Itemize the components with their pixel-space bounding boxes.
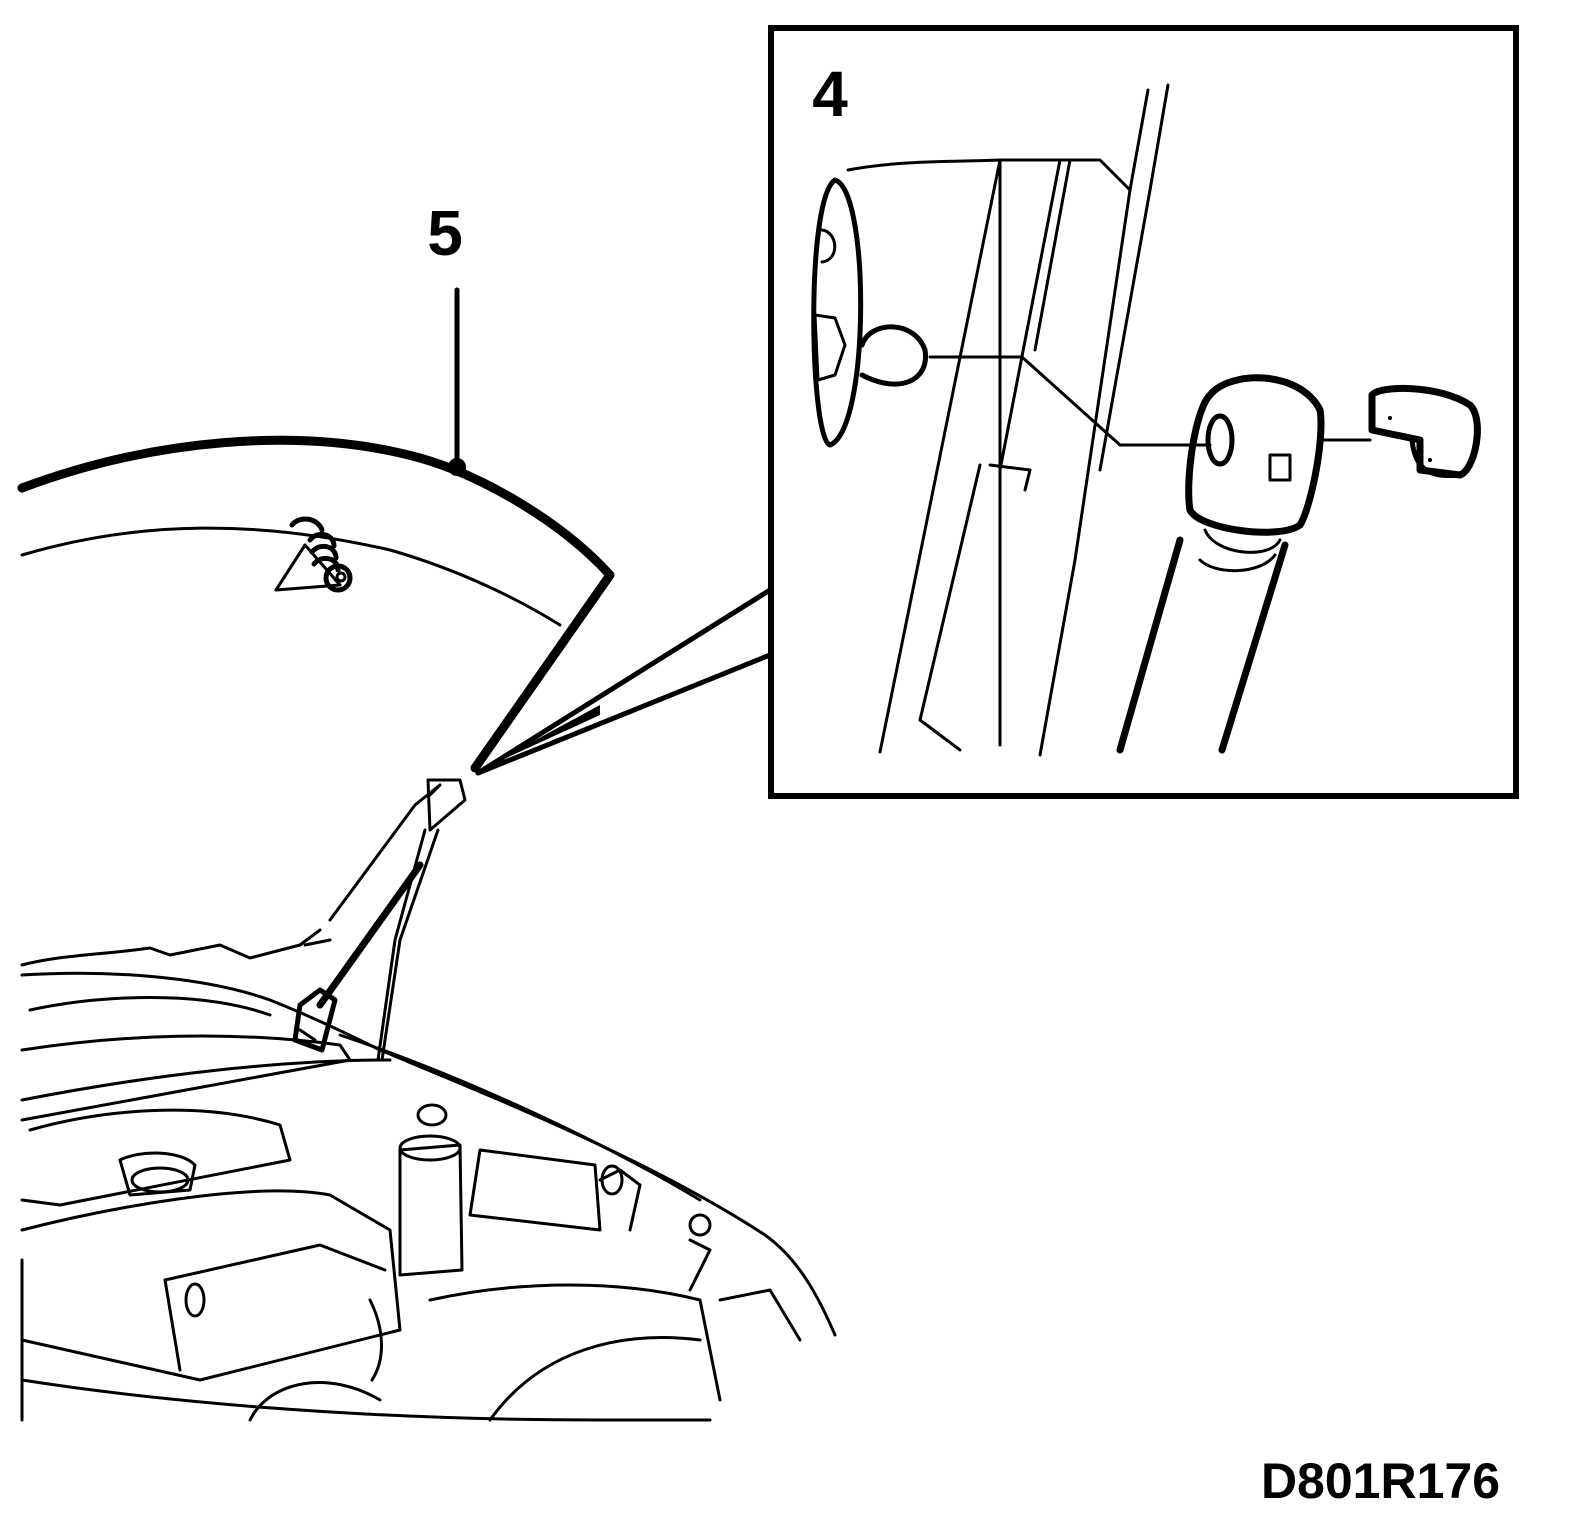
leader-5-dot [448,458,466,476]
callout-5: 5 [427,197,463,269]
engine-bay [20,928,837,1422]
detail-inset [768,25,1519,799]
bonnet-outer-edge [17,435,615,773]
inset-pointer [475,587,773,776]
gas-strut [292,778,467,1062]
inset-frame [768,25,1519,799]
figure-code: D801R176 [1261,1453,1500,1509]
bonnet [17,287,615,773]
callout-4: 4 [812,58,848,130]
bonnet-inner-crease [20,526,562,627]
bonnet-buffer [274,516,353,593]
